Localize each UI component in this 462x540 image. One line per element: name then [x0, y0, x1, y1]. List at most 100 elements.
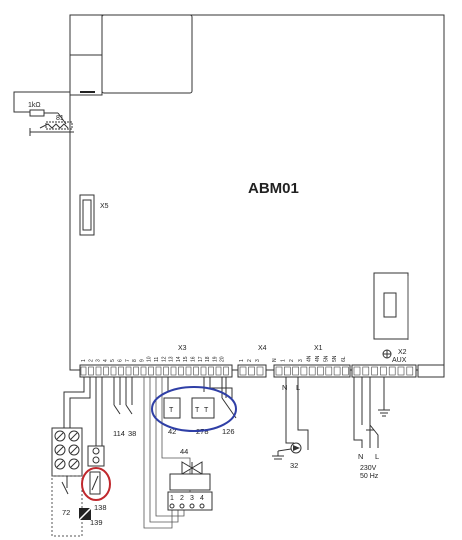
resistor-81-circuit: 1kΩ 81 [13, 91, 74, 136]
svg-text:114: 114 [113, 429, 125, 438]
svg-text:139: 139 [90, 518, 103, 527]
x2-terminal-cell [371, 366, 378, 376]
sensor-139: 139 [77, 506, 103, 527]
svg-text:138: 138 [94, 503, 107, 512]
terminal-n: N [282, 383, 287, 392]
svg-text:T: T [195, 407, 200, 414]
x3-pin-2: 2 [88, 359, 94, 362]
x3-label: X3 [178, 345, 187, 352]
x2-terminal-cell [380, 366, 387, 376]
x1-pin-4: 4N [306, 355, 312, 362]
x3-pin-1: 1 [81, 359, 87, 362]
top-left-module [69, 14, 193, 96]
sensor-81-label: 81 [56, 115, 64, 122]
x1-terminal-cell [317, 366, 324, 376]
x1-label: X1 [314, 345, 323, 352]
supply-freq: 50 Hz [360, 473, 379, 480]
x1-pin-3: 3 [298, 359, 304, 362]
x4-terminal-cell [239, 366, 247, 376]
x1-pin-0: N [272, 358, 278, 362]
svg-text:44: 44 [180, 447, 188, 456]
x3-pin-16: 16 [191, 356, 197, 362]
x1-terminal-cell [283, 366, 291, 376]
label-42: 42 [168, 427, 176, 436]
x3-terminal-cell [103, 366, 109, 376]
x3-pin-5: 5 [110, 359, 116, 362]
x3-pin-7: 7 [125, 359, 131, 362]
x1-terminal-cell [308, 366, 316, 376]
x1-terminal-cell [275, 366, 283, 376]
x2-label: X2 [398, 349, 407, 356]
valve-pin-screw [189, 503, 195, 509]
supply-n: N [358, 452, 363, 461]
svg-text:32: 32 [290, 461, 298, 470]
x3-terminal-cell [95, 366, 102, 376]
x3-pin-8: 8 [132, 359, 138, 362]
valve-pin-screw [169, 503, 175, 509]
x3-pin-14: 14 [176, 356, 182, 362]
x3-terminal-cell [140, 366, 147, 376]
x3-terminal-cell [155, 366, 162, 376]
x4-pin-1: 1 [239, 359, 245, 362]
x3-pin-17: 17 [198, 356, 204, 362]
x3-terminal-cell [88, 366, 94, 376]
valve-pin-3: 3 [190, 495, 194, 502]
x3-pin-15: 15 [183, 356, 189, 362]
x3-pin-3: 3 [96, 359, 102, 362]
x3-pin-18: 18 [205, 356, 211, 362]
red-highlight-ellipse [81, 467, 111, 501]
aux-label: AUX [392, 357, 407, 364]
x1-pin-7: 5N [332, 355, 338, 362]
svg-text:38: 38 [128, 429, 136, 438]
x3-terminal-cell [125, 366, 132, 376]
x3-terminal-cell [118, 366, 124, 376]
x3-pin-4: 4 [103, 359, 109, 362]
x3-pin-9: 9 [139, 359, 145, 362]
x1-terminal-cell [300, 366, 308, 376]
valve-pin-screw [179, 503, 185, 509]
svg-text:X5: X5 [100, 203, 109, 210]
terminal-l: L [296, 383, 300, 392]
x3-terminal-cell [178, 366, 184, 376]
x3-terminal-cell [133, 366, 139, 376]
x1-terminal-cell [342, 366, 349, 376]
pump-32: 32 [272, 377, 309, 470]
x1-pin-8: 6L [341, 356, 347, 362]
x1-terminal-cell [325, 366, 333, 376]
x1-terminal-cell [292, 366, 299, 376]
x5-connector: X5 [79, 194, 109, 236]
x4-pin-2: 2 [247, 359, 253, 362]
x3-terminal-cell [200, 366, 207, 376]
x1-pin-6: 5N [324, 355, 330, 362]
x2-terminal-cell [353, 366, 361, 376]
blue-highlight-ellipse [151, 386, 237, 432]
x2-terminal-cell [406, 366, 414, 376]
x4-label: X4 [258, 345, 267, 352]
x3-terminal-cell [185, 366, 192, 376]
terminal-cells [80, 366, 414, 376]
x1-pin-5: 4N [315, 355, 321, 362]
x2-terminal-cell [397, 366, 405, 376]
x3-terminal-cell [223, 366, 229, 376]
x3-pin-11: 11 [154, 357, 160, 362]
x3-pin-10: 10 [147, 356, 153, 362]
x3-pin-20: 20 [220, 356, 226, 362]
svg-text:T: T [204, 407, 209, 414]
x3-terminal-cell [163, 366, 169, 376]
x2-terminal-cell [362, 366, 370, 376]
power-supply: N L 230V 50 Hz [353, 377, 390, 480]
svg-text:72: 72 [62, 508, 70, 517]
supply-voltage: 230V [360, 465, 377, 472]
supply-l: L [375, 452, 379, 461]
x1-pin-2: 2 [289, 359, 295, 362]
x4-terminal-cell [248, 366, 255, 376]
x3-terminal-cell [110, 366, 117, 376]
valve-pin-1: 1 [170, 495, 174, 502]
aux-module: X2 AUX [373, 272, 409, 364]
terminal-block-72: 72 [51, 427, 83, 537]
x2-terminal-cell [388, 366, 396, 376]
x1-terminal-cell [333, 366, 341, 376]
